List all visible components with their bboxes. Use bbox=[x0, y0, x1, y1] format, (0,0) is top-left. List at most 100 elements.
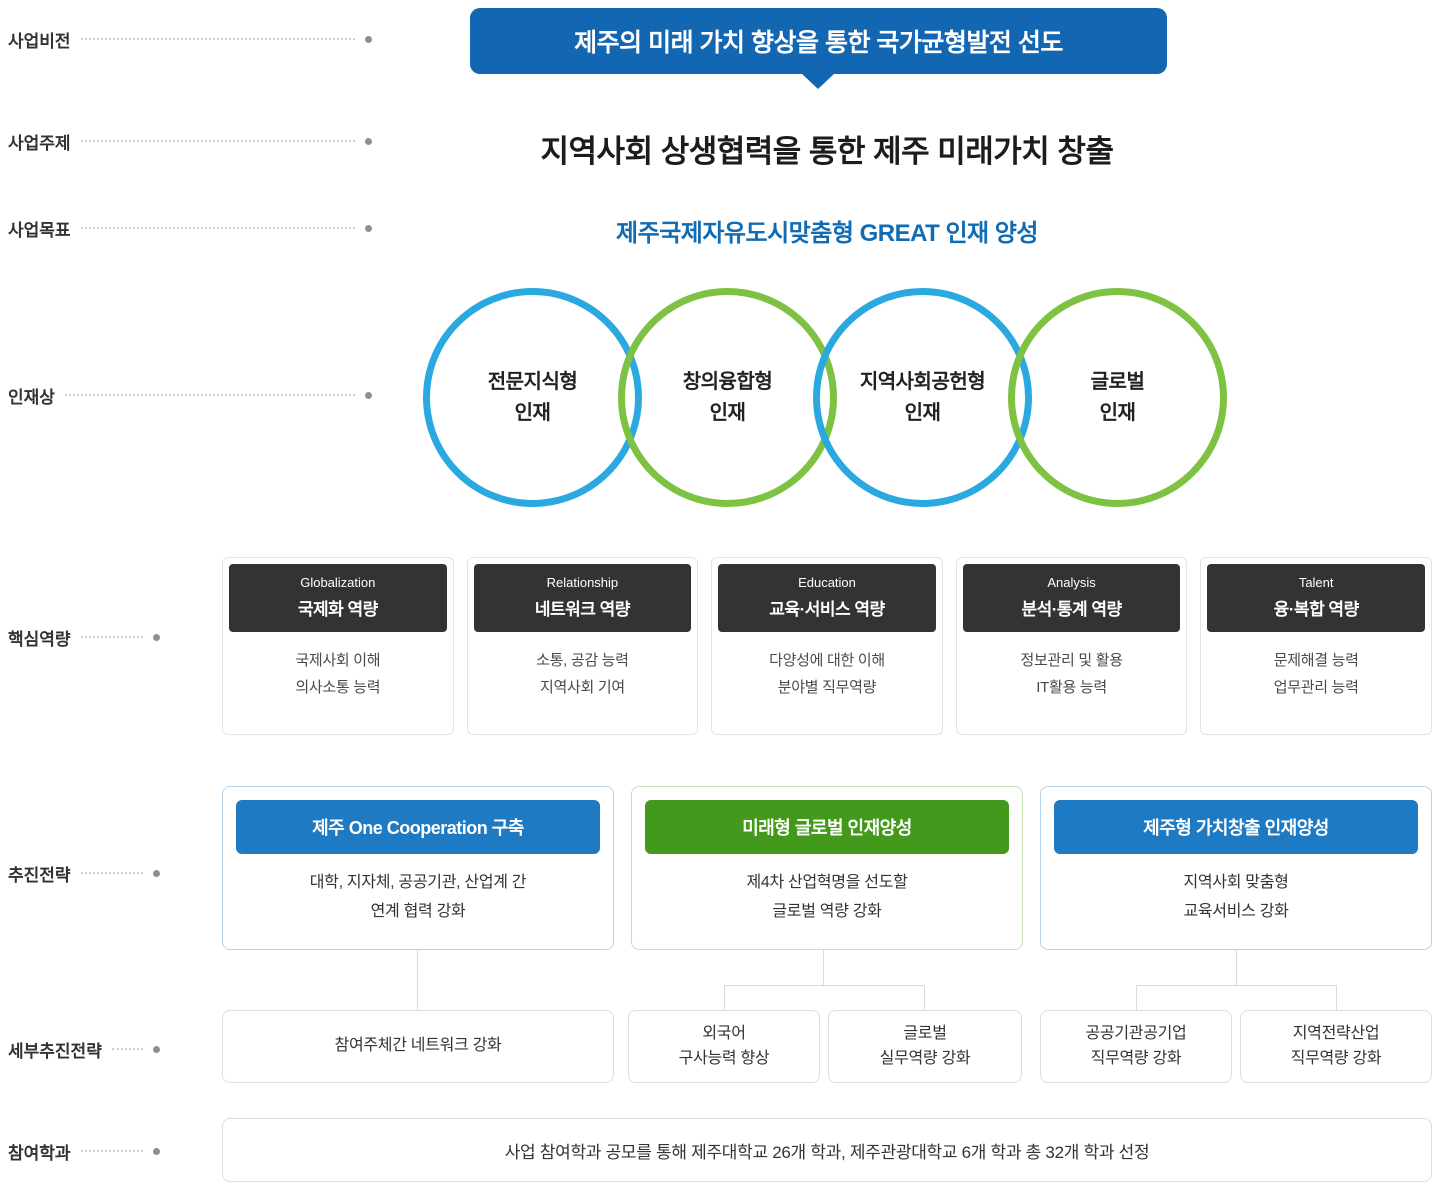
strategy-card-global: 미래형 글로벌 인재양성 제4차 산업혁명을 선도할 글로벌 역량 강화 bbox=[631, 786, 1023, 950]
bullet-dot-icon bbox=[365, 391, 372, 399]
competency-body-line: 문제해결 능력 bbox=[1273, 652, 1359, 669]
detail-strategy-box-regional-industry: 지역전략산업 직무역량 강화 bbox=[1240, 1010, 1432, 1083]
strategy-card-body: 제4차 산업혁명을 선도할 글로벌 역량 강화 bbox=[645, 869, 1009, 927]
competency-ko-label: 국제화 역량 bbox=[297, 600, 378, 619]
detail-box-line: 실무역량 강화 bbox=[879, 1049, 971, 1067]
bullet-dot-icon bbox=[153, 633, 160, 641]
detail-strategy-box-language: 외국어 구사능력 향상 bbox=[628, 1010, 820, 1083]
rail-label-talent: 인재상 bbox=[8, 384, 372, 407]
competency-body-line: IT활용 능력 bbox=[1036, 679, 1107, 696]
theme-title: 지역사회 상생협력을 통한 제주 미래가치 창출 bbox=[540, 134, 1114, 169]
bullet-dot-icon bbox=[153, 1147, 160, 1155]
detail-box-line: 참여주체간 네트워크 강화 bbox=[334, 1037, 502, 1055]
competency-en-label: Relationship bbox=[546, 575, 619, 590]
competency-card-header: Talent 융·복합 역량 bbox=[1207, 564, 1425, 632]
competency-card-relationship: Relationship 네트워크 역량 소통, 공감 능력 지역사회 기여 bbox=[466, 557, 699, 735]
connector-line bbox=[417, 950, 418, 1010]
competency-ko-label: 융·복합 역량 bbox=[1273, 600, 1360, 619]
strategy-body-line: 대학, 지자체, 공공기관, 산업계 간 bbox=[309, 874, 527, 891]
rail-label-text: 사업비전 bbox=[8, 31, 71, 51]
competency-ko-label: 네트워크 역량 bbox=[534, 600, 631, 619]
competency-body-line: 지역사회 기여 bbox=[539, 679, 625, 696]
dotted-leader-line bbox=[80, 227, 355, 229]
rail-label-text: 추진전략 bbox=[8, 865, 71, 885]
competency-card-globalization: Globalization 국제화 역량 국제사회 이해 의사소통 능력 bbox=[222, 557, 454, 735]
rail-label-strategy: 추진전략 bbox=[8, 862, 160, 885]
competency-body-line: 소통, 공감 능력 bbox=[536, 652, 629, 669]
detail-box-line: 직무역량 강화 bbox=[1090, 1049, 1182, 1067]
pointer-triangle-icon bbox=[801, 73, 835, 89]
detail-strategy-box-public-sector: 공공기관공기업 직무역량 강화 bbox=[1040, 1010, 1232, 1083]
talent-circle-label: 지역사회공헌형 bbox=[859, 370, 986, 393]
connector-line bbox=[724, 985, 725, 1010]
detail-strategy-box-network: 참여주체간 네트워크 강화 bbox=[222, 1010, 614, 1083]
dotted-leader-line bbox=[80, 872, 143, 874]
detail-box-line: 직무역량 강화 bbox=[1290, 1049, 1382, 1067]
rail-label-theme: 사업주제 bbox=[8, 130, 372, 153]
competency-card-analysis: Analysis 분석·통계 역량 정보관리 및 활용 IT활용 능력 bbox=[955, 557, 1188, 735]
talent-circle-expert: 전문지식형 인재 bbox=[423, 288, 642, 507]
strategy-card-body: 대학, 지자체, 공공기관, 산업계 간 연계 협력 강화 bbox=[236, 869, 600, 927]
rail-label-text: 핵심역량 bbox=[8, 629, 71, 649]
strategy-card-value-creation: 제주형 가치창출 인재양성 지역사회 맞춤형 교육서비스 강화 bbox=[1040, 786, 1432, 950]
connector-line bbox=[1136, 985, 1137, 1010]
competency-body-line: 의사소통 능력 bbox=[295, 679, 381, 696]
dotted-leader-line bbox=[80, 636, 143, 638]
strategy-cards: 제주 One Cooperation 구축 대학, 지자체, 공공기관, 산업계… bbox=[222, 786, 1432, 950]
competency-ko-label: 분석·통계 역량 bbox=[1021, 600, 1122, 619]
talent-circle-label: 글로벌 bbox=[1090, 370, 1145, 393]
competency-body-line: 업무관리 능력 bbox=[1273, 679, 1359, 696]
strategy-card-cooperation: 제주 One Cooperation 구축 대학, 지자체, 공공기관, 산업계… bbox=[222, 786, 614, 950]
rail-label-detail-strategy: 세부추진전략 bbox=[8, 1038, 160, 1061]
competency-card-header: Education 교육·서비스 역량 bbox=[718, 564, 936, 632]
detail-box-line: 글로벌 bbox=[903, 1024, 947, 1042]
talent-circle-label: 창의융합형 bbox=[682, 370, 773, 393]
rail-label-text: 세부추진전략 bbox=[8, 1041, 102, 1061]
detail-strategy-box-global-practice: 글로벌 실무역량 강화 bbox=[828, 1010, 1022, 1083]
strategy-card-header: 제주형 가치창출 인재양성 bbox=[1054, 800, 1418, 854]
bullet-dot-icon bbox=[365, 35, 372, 43]
detail-box-line: 외국어 bbox=[702, 1024, 746, 1042]
competency-body-line: 다양성에 대한 이해 bbox=[769, 652, 885, 669]
detail-box-line: 공공기관공기업 bbox=[1085, 1024, 1187, 1042]
competency-en-label: Talent bbox=[1298, 575, 1334, 590]
rail-label-text: 인재상 bbox=[8, 387, 55, 407]
detail-box-line: 구사능력 향상 bbox=[678, 1049, 770, 1067]
competency-card-header: Analysis 분석·통계 역량 bbox=[962, 564, 1181, 632]
competency-card-talent: Talent 융·복합 역량 문제해결 능력 업무관리 능력 bbox=[1200, 557, 1432, 735]
strategy-body-line: 연계 협력 강화 bbox=[370, 902, 466, 920]
rail-label-departments: 참여학과 bbox=[8, 1140, 160, 1163]
talent-circle-label: 전문지식형 bbox=[487, 370, 578, 393]
connector-line bbox=[823, 950, 824, 985]
talent-circle-global: 글로벌 인재 bbox=[1008, 288, 1227, 507]
talent-circle-creative: 창의융합형 인재 bbox=[618, 288, 837, 507]
bullet-dot-icon bbox=[153, 1045, 160, 1053]
talent-circle-label: 인재 bbox=[709, 401, 746, 424]
competency-card-education: Education 교육·서비스 역량 다양성에 대한 이해 분야별 직무역량 bbox=[711, 557, 943, 735]
rail-label-text: 사업주제 bbox=[8, 133, 71, 153]
rail-label-goal: 사업목표 bbox=[8, 217, 372, 240]
competency-card-body: 국제사회 이해 의사소통 능력 bbox=[229, 632, 447, 701]
dotted-leader-line bbox=[80, 38, 355, 40]
strategy-body-line: 제4차 산업혁명을 선도할 bbox=[746, 874, 908, 891]
competency-en-label: Analysis bbox=[1047, 575, 1096, 590]
talent-circle-label: 인재 bbox=[514, 401, 551, 424]
competency-body-line: 분야별 직무역량 bbox=[777, 679, 877, 696]
strategy-card-header: 미래형 글로벌 인재양성 bbox=[645, 800, 1009, 854]
strategy-card-body: 지역사회 맞춤형 교육서비스 강화 bbox=[1054, 869, 1418, 927]
rail-label-text: 참여학과 bbox=[8, 1143, 71, 1163]
connector-line bbox=[1336, 985, 1337, 1010]
strategy-card-header: 제주 One Cooperation 구축 bbox=[236, 800, 600, 854]
dotted-leader-line bbox=[80, 140, 355, 142]
vision-badge: 제주의 미래 가치 향상을 통한 국가균형발전 선도 bbox=[470, 8, 1167, 74]
departments-box: 사업 참여학과 공모를 통해 제주대학교 26개 학과, 제주관광대학교 6개 … bbox=[222, 1118, 1432, 1182]
connector-line bbox=[724, 985, 925, 986]
rail-label-vision: 사업비전 bbox=[8, 28, 372, 51]
competency-ko-label: 교육·서비스 역량 bbox=[769, 600, 885, 619]
competency-body-line: 국제사회 이해 bbox=[295, 652, 381, 669]
rail-label-text: 사업목표 bbox=[8, 220, 71, 240]
rail-label-competency: 핵심역량 bbox=[8, 626, 160, 649]
dotted-leader-line bbox=[80, 1150, 143, 1152]
bullet-dot-icon bbox=[153, 869, 160, 877]
